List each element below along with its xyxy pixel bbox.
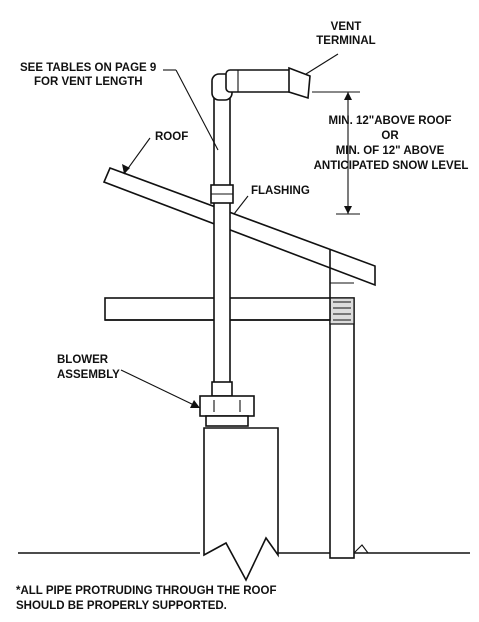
label-vent-terminal-2: TERMINAL [316, 35, 375, 47]
label-tables-1: SEE TABLES ON PAGE 9 [20, 62, 156, 74]
ground-line [18, 544, 470, 554]
label-roof: ROOF [155, 131, 188, 143]
water-heater-tank [203, 427, 279, 582]
label-tables-2: FOR VENT LENGTH [34, 76, 143, 88]
roof [102, 166, 376, 298]
label-min-2: OR [381, 130, 399, 142]
label-blower-1: BLOWER [57, 354, 109, 366]
footnote-line-2: SHOULD BE PROPERLY SUPPORTED. [16, 600, 227, 612]
exterior-wall [329, 297, 355, 559]
label-min-3: MIN. OF 12" ABOVE [336, 145, 445, 157]
leader-lines [120, 53, 339, 408]
footnote-line-1: *ALL PIPE PROTRUDING THROUGH THE ROOF [16, 585, 276, 597]
label-flashing: FLASHING [251, 185, 310, 197]
clearance-dimension [312, 91, 360, 215]
label-min-4: ANTICIPATED SNOW LEVEL [314, 160, 469, 172]
label-min-1: MIN. 12"ABOVE ROOF [328, 115, 451, 127]
blower-assembly [199, 395, 255, 427]
label-vent-terminal-1: VENT [331, 21, 362, 33]
label-blower-2: ASSEMBLY [57, 369, 120, 381]
